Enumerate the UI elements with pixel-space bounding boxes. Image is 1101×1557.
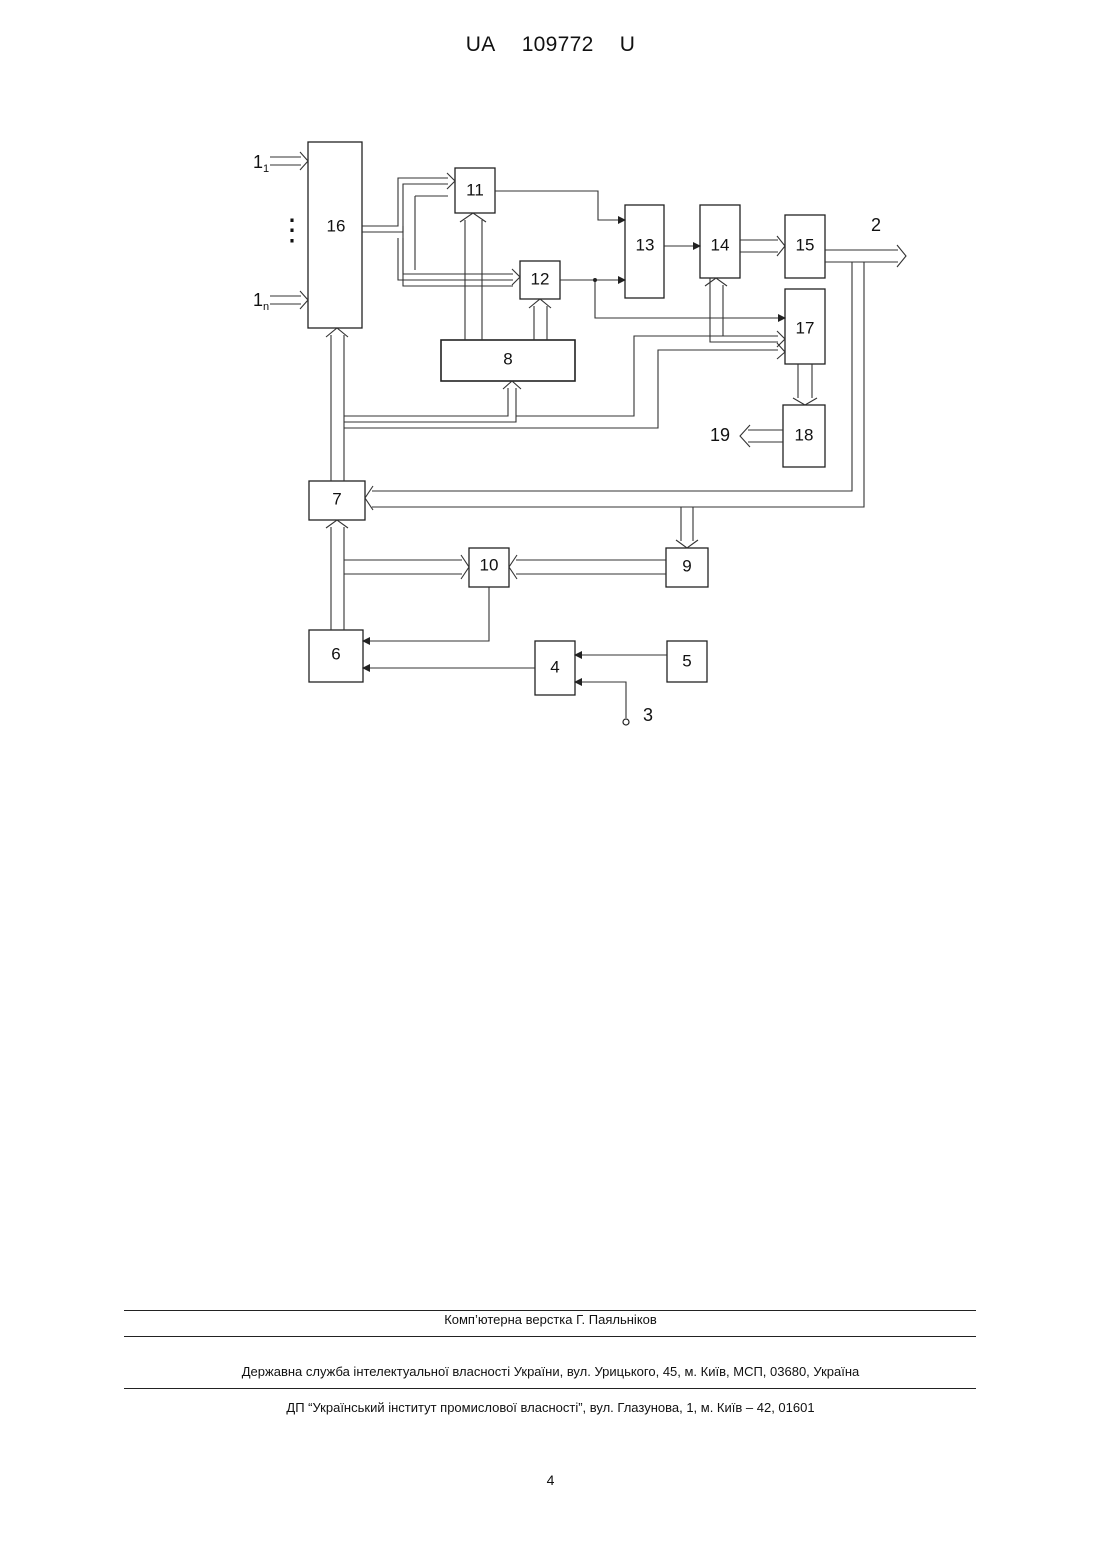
block-5-label: 5 — [682, 651, 691, 670]
input-1-label: 11 — [253, 152, 269, 175]
footer-divider-bottom — [124, 1388, 976, 1389]
block-diagram: 16 11 12 8 13 14 15 17 18 7 9 10 6 4 5 1… — [0, 0, 1101, 760]
input-3-label: 3 — [643, 705, 653, 725]
footer-divider-top — [124, 1310, 976, 1311]
footer-divider-middle — [124, 1336, 976, 1337]
block-8-label: 8 — [503, 349, 512, 368]
block-12-label: 12 — [531, 269, 550, 288]
block-11-label: 11 — [466, 180, 484, 199]
inputs-ellipsis: ⋮ — [277, 214, 307, 247]
block-13-label: 13 — [636, 235, 655, 254]
block-9-label: 9 — [682, 556, 691, 575]
junction-dot — [593, 278, 597, 282]
block-17-label: 17 — [796, 318, 815, 337]
block-15-label: 15 — [796, 235, 815, 254]
block-7-label: 7 — [332, 489, 341, 508]
block-18-label: 18 — [795, 425, 814, 444]
block-4-label: 4 — [550, 657, 559, 676]
output-19-label: 19 — [710, 425, 730, 445]
input-3-terminal — [623, 719, 629, 725]
block-14-label: 14 — [711, 235, 730, 254]
agency-address: Державна служба інтелектуальної власност… — [0, 1364, 1101, 1379]
block-10-label: 10 — [480, 555, 499, 574]
block-6-label: 6 — [331, 644, 340, 663]
output-2-label: 2 — [871, 215, 881, 235]
page-number: 4 — [0, 1472, 1101, 1488]
institute-address: ДП “Український інститут промислової вла… — [0, 1400, 1101, 1415]
input-n-label: 1n — [253, 290, 269, 313]
block-16-label: 16 — [327, 216, 346, 235]
layout-credit: Комп’ютерна верстка Г. Паяльніков — [0, 1312, 1101, 1327]
